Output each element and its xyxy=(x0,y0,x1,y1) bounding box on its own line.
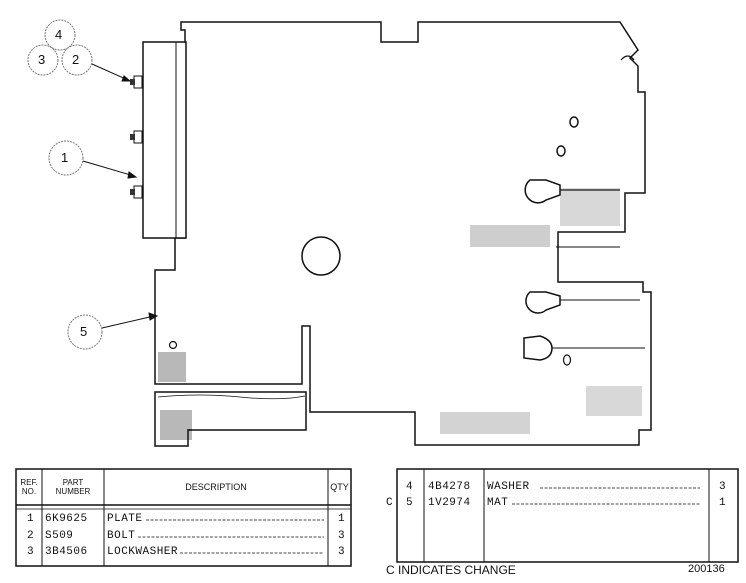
mat-notch-inner xyxy=(620,55,635,61)
row-ref: 5 xyxy=(406,497,414,509)
small-hole xyxy=(556,145,566,157)
row-ref: 3 xyxy=(27,546,35,558)
row-part-number: 4B4278 xyxy=(428,481,471,493)
shading xyxy=(470,225,550,247)
callout-number: 5 xyxy=(80,324,88,339)
plate xyxy=(142,41,187,239)
bolt-icon xyxy=(130,130,143,144)
leader-dashes xyxy=(512,487,700,505)
drawing-number: 200136 xyxy=(688,563,725,575)
callout-number: 1 xyxy=(61,150,69,165)
slot-opening xyxy=(523,335,645,361)
shading xyxy=(160,410,192,440)
row-description: MAT xyxy=(487,497,509,509)
row-qty: 1 xyxy=(338,513,346,525)
row-part-number: S509 xyxy=(45,530,74,542)
row-part-number: 6K9625 xyxy=(45,513,88,525)
bolt-icon xyxy=(130,185,143,199)
small-hole xyxy=(168,340,178,350)
header-qty: QTY xyxy=(330,482,349,492)
mat-outline xyxy=(154,21,652,446)
shading xyxy=(560,188,620,226)
parts-table-left-lines xyxy=(15,468,352,567)
callout-number: 4 xyxy=(55,27,63,42)
leader-line xyxy=(82,63,159,329)
callout-number: 2 xyxy=(72,52,80,67)
header-part-number: PART NUMBER xyxy=(55,478,91,496)
row-ref: 4 xyxy=(406,481,414,493)
header-ref: REF. NO. xyxy=(20,478,38,496)
large-hole xyxy=(301,236,341,276)
mat-lower-tear xyxy=(157,394,306,400)
change-note: C INDICATES CHANGE xyxy=(386,563,516,577)
row-qty: 3 xyxy=(338,546,346,558)
keyhole-opening xyxy=(524,179,620,204)
row-description: LOCKWASHER xyxy=(107,546,179,558)
callout-5 xyxy=(67,314,103,350)
parts-table-right-lines xyxy=(396,468,739,563)
row-part-number: 3B4506 xyxy=(45,546,88,558)
row-description: WASHER xyxy=(487,481,530,493)
row-description: BOLT xyxy=(107,530,136,542)
row-description: PLATE xyxy=(107,513,143,525)
row-ref: 1 xyxy=(27,513,35,525)
row-qty: 3 xyxy=(719,481,727,493)
shading xyxy=(586,386,642,416)
keyhole-opening xyxy=(525,291,640,314)
callout-3 xyxy=(27,44,59,76)
bolt-icon xyxy=(130,75,143,89)
leader-dashes xyxy=(138,519,324,554)
row-ref: 2 xyxy=(27,530,35,542)
small-hole xyxy=(569,116,579,128)
row-part-number: 1V2974 xyxy=(428,497,471,509)
small-hole xyxy=(562,354,572,366)
row-qty: 1 xyxy=(719,497,727,509)
callout-2 xyxy=(61,44,93,76)
header-description: DESCRIPTION xyxy=(185,482,247,492)
shading xyxy=(158,352,186,382)
row-qty: 3 xyxy=(338,530,346,542)
shading xyxy=(440,412,530,434)
callout-number: 3 xyxy=(38,52,46,67)
callout-1 xyxy=(48,140,84,176)
callout-4 xyxy=(44,19,76,51)
row-change-flag: C xyxy=(386,497,394,509)
